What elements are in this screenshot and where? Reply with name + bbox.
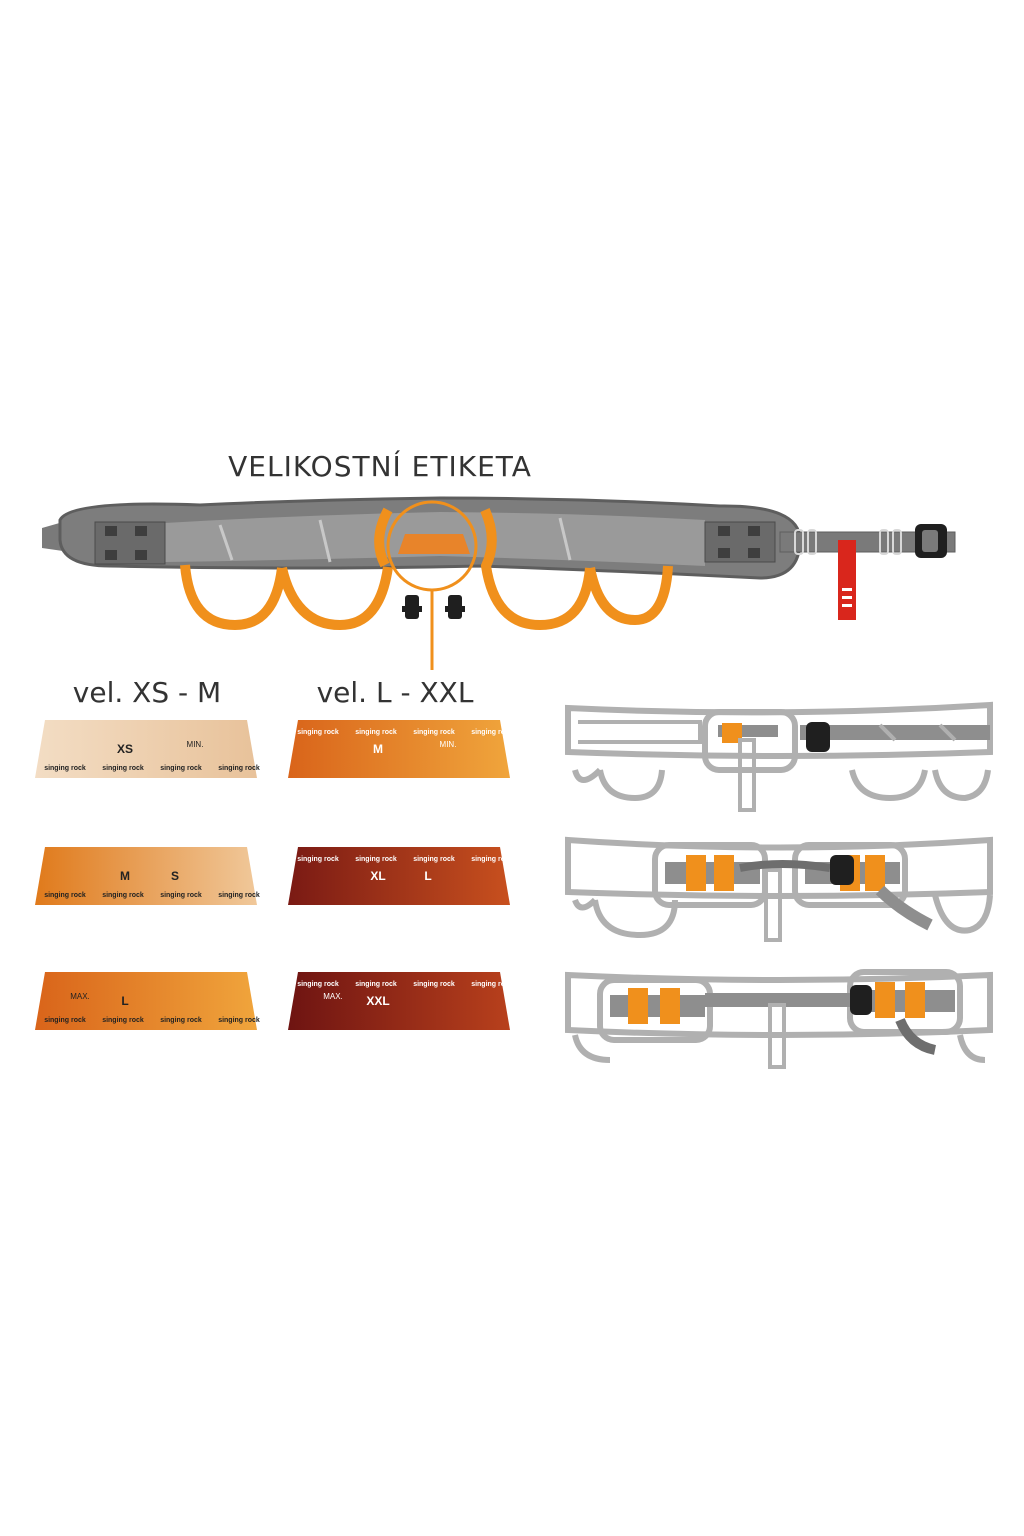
label-mini: [398, 534, 470, 554]
diagram-title: VELIKOSTNÍ ETIKETA: [228, 450, 532, 483]
brand-text: singing rock: [471, 856, 513, 863]
size-text: XS: [117, 742, 133, 756]
size-text: M: [120, 869, 130, 883]
brand-text: singing rock: [218, 765, 260, 772]
brand-text: singing rock: [102, 1017, 144, 1024]
gear-loop: [277, 566, 393, 631]
size-label-xxl: singing rock singing rock singing rock sing…: [288, 972, 513, 1030]
brand-text: singing rock: [413, 981, 455, 988]
size-mark: MAX.: [323, 992, 343, 1001]
size-mark: MAX.: [70, 992, 90, 1001]
column-title-l-xxl: vel. L - XXL: [316, 676, 474, 709]
size-labels: singing rock singing rock singing rock sing…: [35, 720, 513, 1030]
gear-loop: [585, 565, 673, 626]
brand-text: singing rock: [413, 729, 455, 736]
label-shape: [35, 847, 257, 905]
gear-loop: [180, 564, 287, 631]
adjustment-diagram-2: [565, 836, 993, 942]
size-text-secondary: L: [424, 869, 431, 883]
brand-text: singing rock: [297, 729, 339, 736]
brand-text: singing rock: [102, 765, 144, 772]
label-shape: [288, 972, 510, 1030]
size-text: M: [373, 742, 383, 756]
brand-text: singing rock: [297, 981, 339, 988]
size-label-m: singing rock singing rock singing rock sing…: [35, 847, 260, 905]
size-label-m2: singing rock singing rock singing rock sing…: [288, 720, 513, 778]
label-shape: [35, 720, 257, 778]
belt-illustration: [42, 496, 956, 670]
brand-text: singing rock: [218, 892, 260, 899]
brand-text: singing rock: [44, 765, 86, 772]
brand-text: singing rock: [160, 765, 202, 772]
brand-text: singing rock: [355, 856, 397, 863]
adjustment-diagram-1: [565, 701, 993, 812]
brand-text: singing rock: [355, 729, 397, 736]
brand-text: singing rock: [471, 729, 513, 736]
adjustment-diagram-3: [565, 969, 993, 1069]
brand-text: singing rock: [102, 892, 144, 899]
label-shape: [35, 972, 257, 1030]
label-shape: [288, 847, 510, 905]
brand-text: singing rock: [160, 892, 202, 899]
brand-text: singing rock: [44, 1017, 86, 1024]
brand-text: singing rock: [44, 892, 86, 899]
right-buckle: [704, 521, 776, 563]
brand-text: singing rock: [297, 856, 339, 863]
size-text: XL: [370, 869, 385, 883]
brand-text: singing rock: [413, 856, 455, 863]
red-tab: [838, 540, 856, 620]
label-shape: [288, 720, 510, 778]
size-label-xl: singing rock singing rock singing rock sing…: [288, 847, 513, 905]
size-text-secondary: S: [171, 869, 179, 883]
gear-loop: [480, 508, 595, 631]
size-mark: MIN.: [187, 740, 204, 749]
size-text: XXL: [366, 994, 389, 1008]
right-strap: [779, 531, 956, 553]
size-mark: MIN.: [440, 740, 457, 749]
gear-loop: [374, 507, 393, 568]
size-label-l: singing rock singing rock singing rock sing…: [35, 972, 260, 1030]
brand-text: singing rock: [355, 981, 397, 988]
brand-text: singing rock: [160, 1017, 202, 1024]
brand-text: singing rock: [218, 1017, 260, 1024]
size-text: L: [121, 994, 128, 1008]
column-title-xs-m: vel. XS - M: [72, 676, 222, 709]
brand-text: singing rock: [471, 981, 513, 988]
size-label-xs: singing rock singing rock singing rock sing…: [35, 720, 260, 778]
